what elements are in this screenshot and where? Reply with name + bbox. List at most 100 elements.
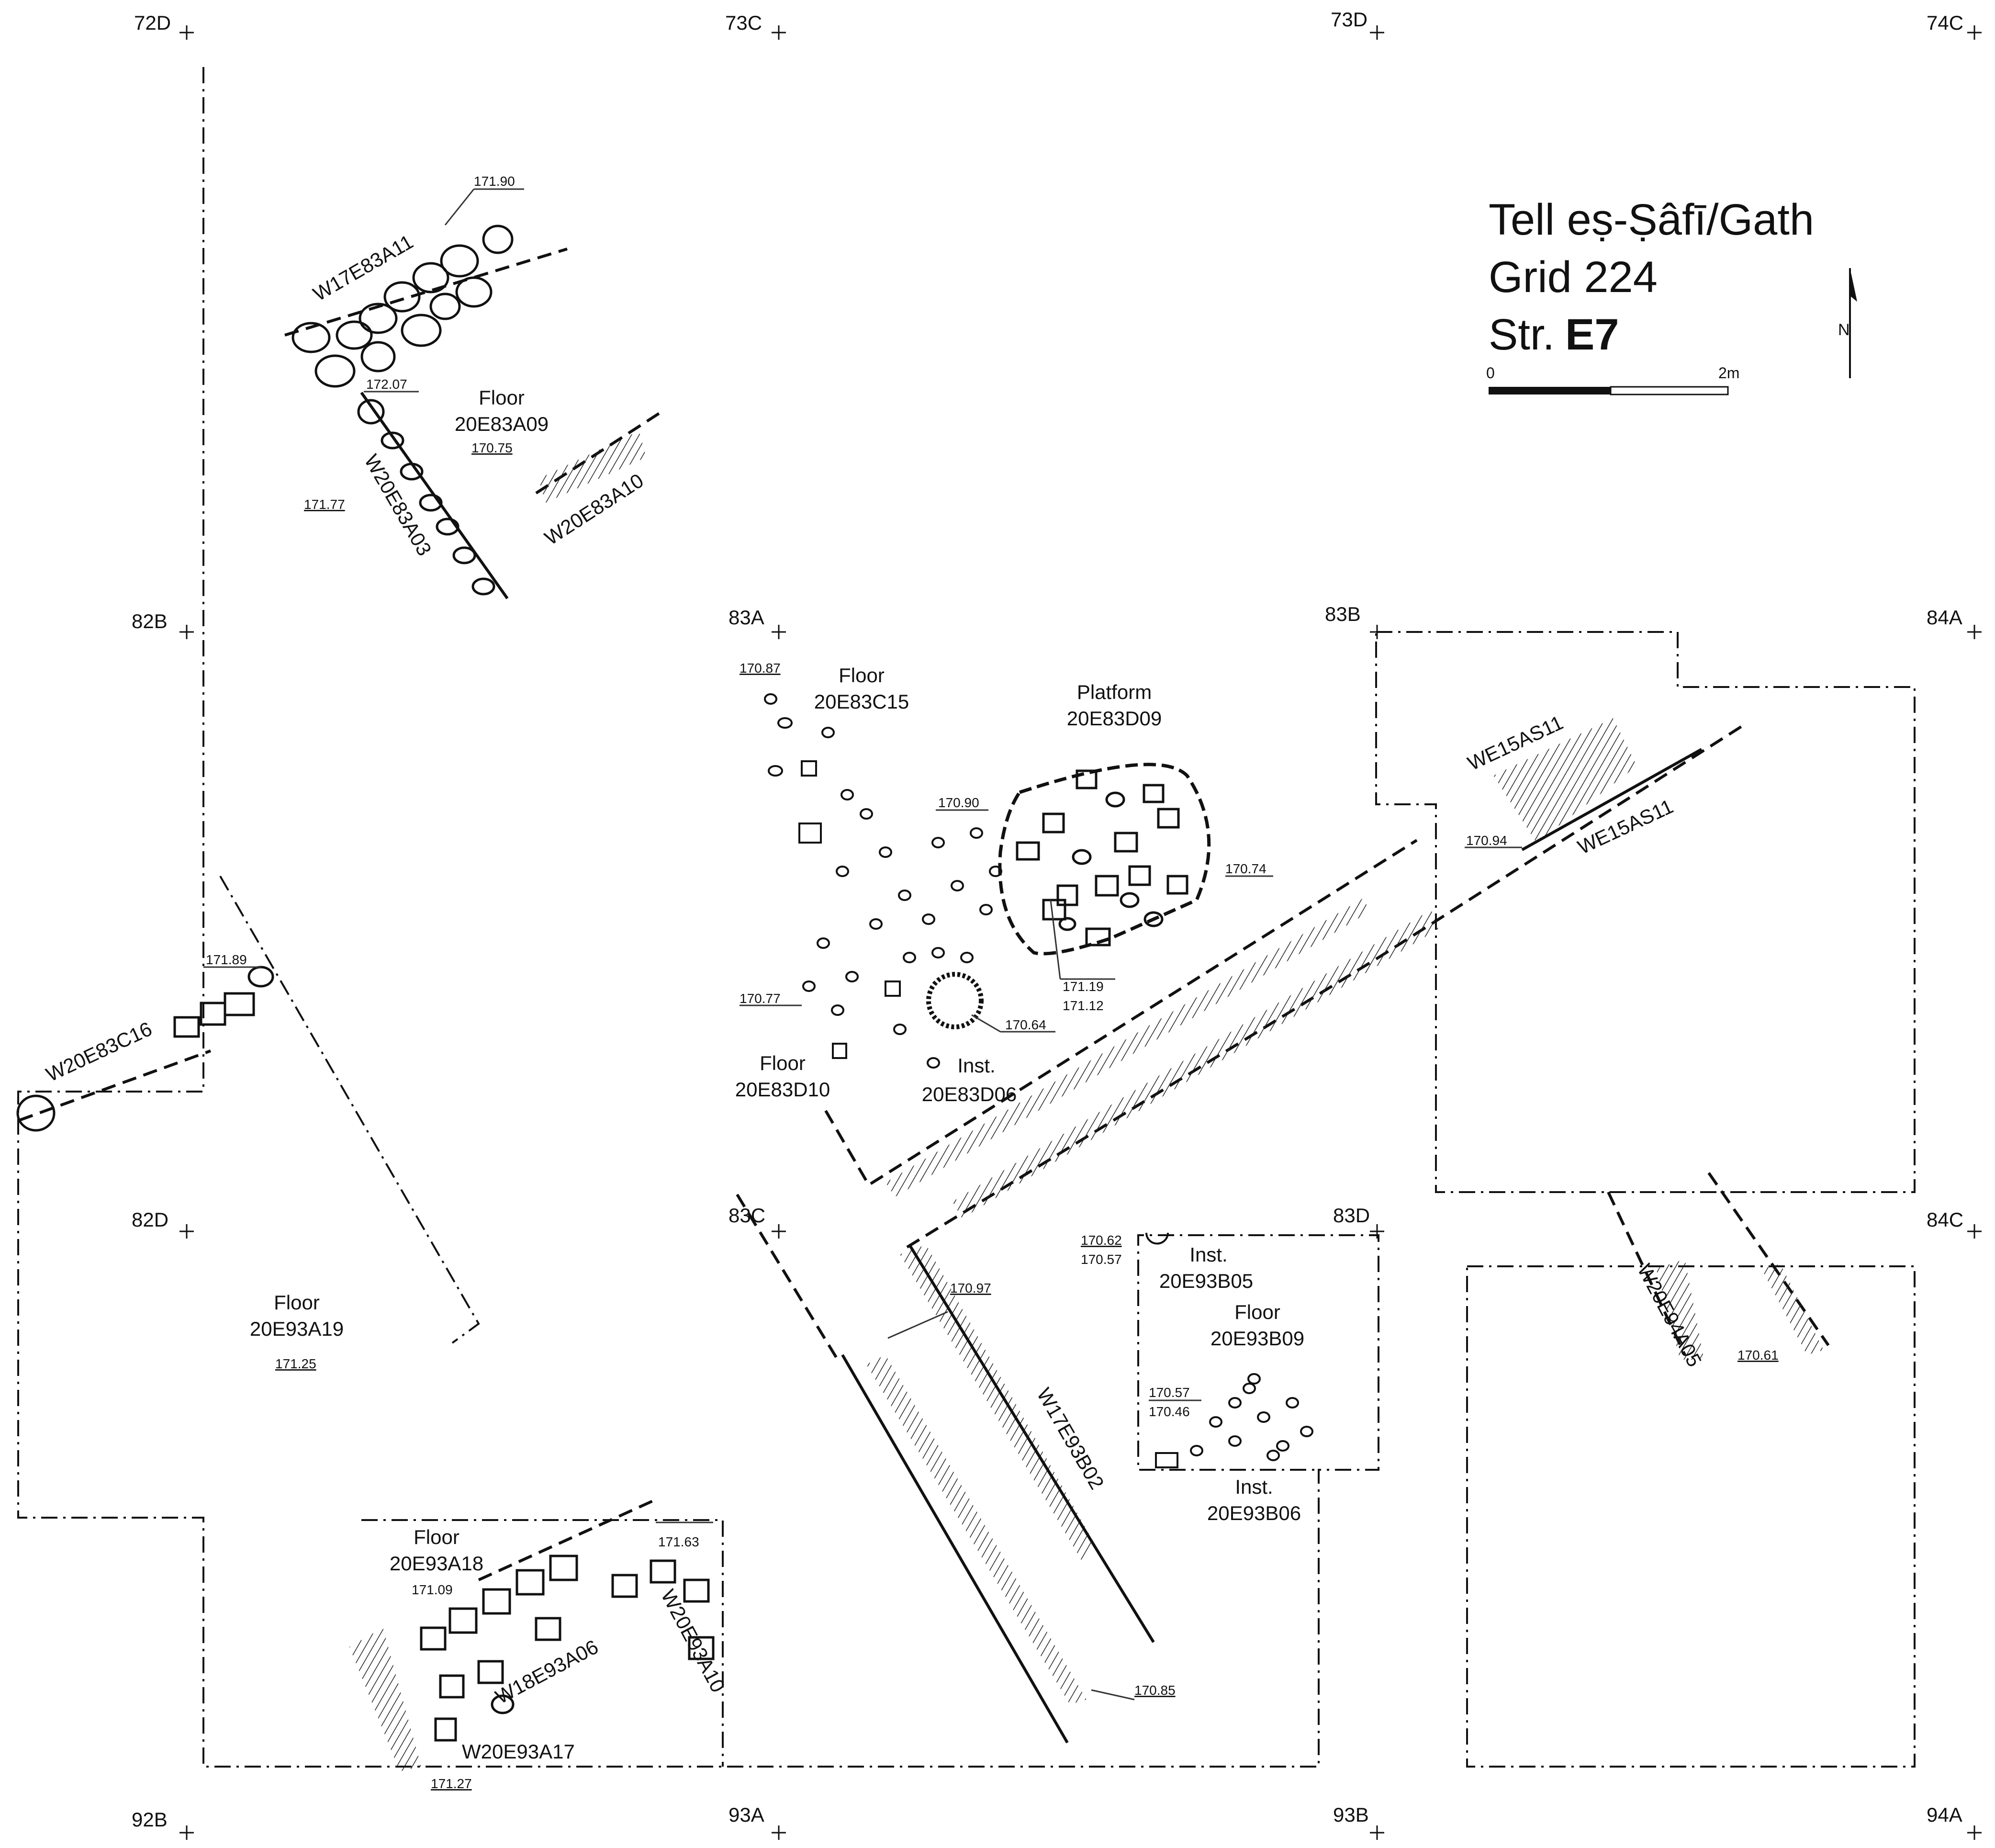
- wall-labels: W17E83A11 W20E83A03 W20E83A10 W20E83C16 …: [43, 230, 1706, 1763]
- elevation-171-12: 171.12: [1063, 998, 1104, 1013]
- grid-label-84A: 84A: [1927, 606, 1962, 629]
- feature-floor-20e83a09: Floor 20E83A09: [455, 386, 549, 435]
- elevation-170-57-b: 170.57: [1149, 1385, 1190, 1400]
- solid-wall-lines: [360, 392, 1703, 1744]
- feature-floor-20e93a19: Floor 20E93A19: [250, 1291, 344, 1340]
- title-stratum: Str.E7: [1489, 310, 1619, 359]
- feature-floor-20e83c15: Floor 20E83C15: [814, 664, 909, 713]
- title-grid: Grid 224: [1489, 253, 1658, 302]
- stones-w20e83c16: [16, 966, 274, 1132]
- grid-cross-73D: [1370, 25, 1384, 40]
- elevation-170-62: 170.62: [1081, 1233, 1122, 1248]
- grid-cross-82D: [179, 1224, 194, 1239]
- hatch-diag-north: [885, 898, 1369, 1197]
- elevation-170-64: 170.64: [1005, 1017, 1046, 1032]
- elevation-leaders: [203, 188, 1522, 1701]
- feature-type: Floor: [1234, 1301, 1280, 1323]
- elevation-170-85: 170.85: [1134, 1683, 1176, 1698]
- title-site: Tell eṣ-Ṣâfī/Gath: [1489, 195, 1814, 244]
- hatch-w17e93b02-b: [866, 1355, 1087, 1704]
- grid-cross-93B: [1370, 1825, 1384, 1840]
- grid-label-73C: 73C: [725, 11, 762, 34]
- stones: [16, 225, 1313, 1742]
- grid-cross-74C: [1967, 25, 1982, 40]
- elevation-171-63: 171.63: [658, 1534, 699, 1549]
- elevation-170-97: 170.97: [950, 1281, 991, 1296]
- hatch-we15as11: [1493, 718, 1637, 843]
- wall-label-w20e83c16: W20E83C16: [43, 1017, 156, 1086]
- feature-code: 20E83A09: [455, 413, 549, 435]
- grid-cross-84C: [1967, 1224, 1982, 1239]
- elevation-171-90: 171.90: [474, 174, 515, 189]
- grid-label-92B: 92B: [132, 1808, 168, 1831]
- reconstruction-lines: [18, 248, 1830, 1581]
- hatch-w17e93b02-a: [900, 1245, 1096, 1561]
- hatch-w20e83a10: [538, 431, 646, 503]
- grid-label-74C: 74C: [1927, 11, 1963, 34]
- north-arrow-label: N: [1838, 321, 1850, 339]
- grid-label-73D: 73D: [1331, 8, 1367, 31]
- excavation-limits: [17, 67, 1916, 1768]
- stones-south-walls: [420, 1555, 715, 1742]
- title-stratum-value: E7: [1565, 310, 1619, 359]
- elevation-171-09: 171.09: [412, 1582, 453, 1597]
- feature-floor-20e83d10: Floor 20E83D10: [735, 1052, 830, 1101]
- grid-cross-93A: [772, 1825, 786, 1840]
- elevation-171-19: 171.19: [1063, 979, 1104, 994]
- w20e94a05-a: [1607, 1191, 1686, 1356]
- limit-south-bay: [361, 1519, 724, 1767]
- grid-label-84C: 84C: [1927, 1208, 1963, 1231]
- stones-floor-20e93b09: [1155, 1373, 1313, 1468]
- scale-bar-end: 2m: [1718, 364, 1739, 382]
- elevation-labels: 171.90 172.07 170.75 171.77 170.87 170.9…: [206, 174, 1779, 1791]
- feature-code: 20E93A18: [390, 1552, 483, 1575]
- grid-label-83A: 83A: [729, 606, 764, 629]
- feature-code: 20E83D09: [1067, 707, 1162, 730]
- stones-w17e83a11: [291, 225, 514, 388]
- grid-label-83D: 83D: [1333, 1204, 1370, 1227]
- w17e93b02-west: [841, 1354, 1069, 1744]
- elevation-170-74: 170.74: [1225, 861, 1266, 876]
- elevation-170-87: 170.87: [740, 661, 781, 676]
- feature-type: Inst.: [1235, 1476, 1273, 1498]
- grid-cross-73C: [772, 25, 786, 40]
- grid-cross-83D: [1370, 1224, 1384, 1239]
- feature-code: 20E83D06: [922, 1083, 1017, 1105]
- grid-cross-94A: [1967, 1825, 1982, 1840]
- elevation-170-61: 170.61: [1737, 1348, 1779, 1363]
- feature-floor-20e93a18: Floor 20E93A18: [390, 1526, 483, 1575]
- wall-label-we15as11-b: WE15AS11: [1574, 795, 1677, 858]
- hatch-w20e94a05: [1656, 1259, 1704, 1360]
- w17e93b02-dash: [736, 1194, 839, 1361]
- wall-label-w17e83a11: W17E83A11: [309, 230, 417, 305]
- wall-label-w18e93a06: W18E93A06: [492, 1635, 602, 1708]
- feature-code: 20E83D10: [735, 1078, 830, 1101]
- w17e83a11-line: [284, 248, 568, 337]
- grid-cross-92B: [179, 1825, 194, 1840]
- feature-code: 20E93A19: [250, 1318, 344, 1340]
- diag-wall-north: [824, 839, 1418, 1187]
- elevation-171-89: 171.89: [206, 952, 247, 967]
- feature-type: Inst.: [1189, 1243, 1227, 1266]
- feature-code: 20E83C15: [814, 690, 909, 713]
- grid-cross-83A: [772, 625, 786, 639]
- w20e94a05-b: [1707, 1172, 1830, 1346]
- stones-w20e83a03: [357, 399, 495, 596]
- elevation-170-75: 170.75: [471, 440, 513, 455]
- grid-label-94A: 94A: [1927, 1803, 1962, 1826]
- elevation-172-07: 172.07: [366, 377, 407, 392]
- feature-type: Floor: [414, 1526, 460, 1548]
- grid-cross-72D: [179, 25, 194, 40]
- stones-platform: [998, 763, 1211, 956]
- title-block: Tell eṣ-Ṣâfī/Gath Grid 224 Str.E7: [1489, 195, 1814, 359]
- grid-label-83C: 83C: [729, 1204, 765, 1227]
- feature-code: 20E93B09: [1210, 1327, 1304, 1350]
- we15as11-line: [1521, 748, 1703, 851]
- grid-cross-82B: [179, 625, 194, 639]
- grid-cross-83C: [772, 1224, 786, 1239]
- hatch-diag-south: [953, 910, 1438, 1218]
- grid-label-72D: 72D: [134, 11, 171, 34]
- feature-type: Inst.: [957, 1054, 995, 1077]
- feature-labels: Floor 20E83A09 Floor 20E83C15 Platform 2…: [250, 386, 1304, 1575]
